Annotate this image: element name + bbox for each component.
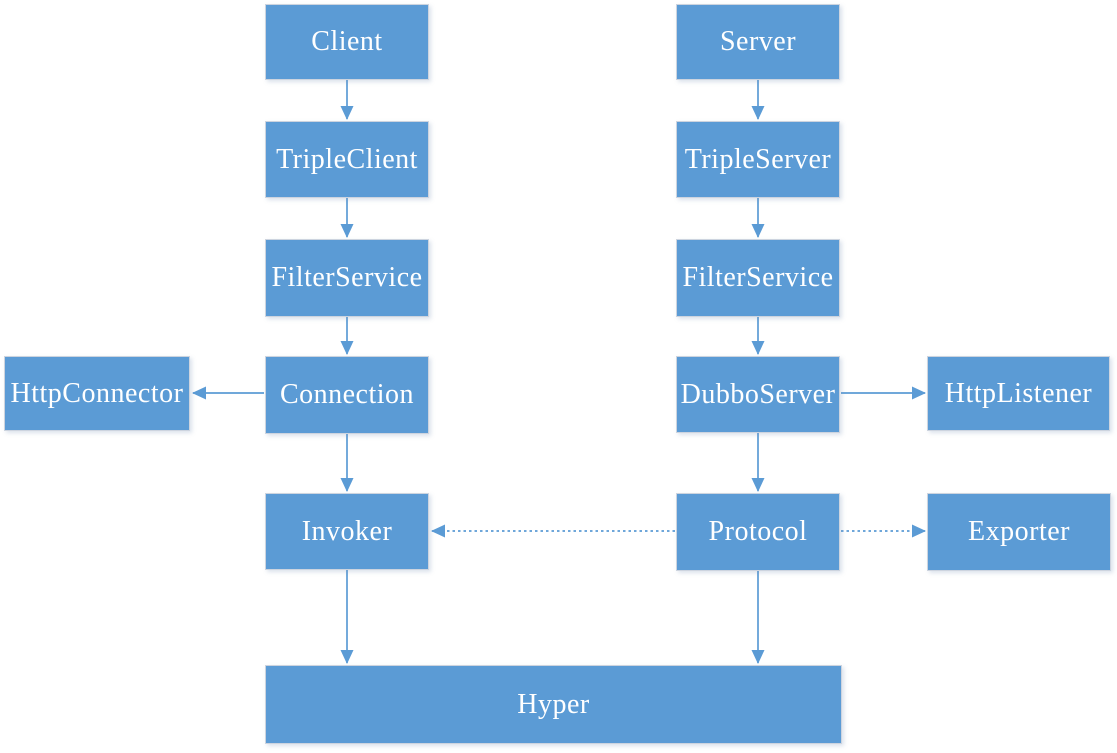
node-triple-client: TripleClient [265, 121, 429, 198]
node-server: Server [676, 4, 840, 80]
node-exporter: Exporter [927, 493, 1111, 571]
node-filter-service-server: FilterService [676, 239, 840, 317]
node-triple-server: TripleServer [676, 121, 840, 198]
node-http-connector: HttpConnector [4, 356, 190, 431]
node-http-listener: HttpListener [927, 356, 1110, 431]
node-invoker: Invoker [265, 493, 429, 570]
node-hyper: Hyper [265, 665, 842, 744]
node-protocol: Protocol [676, 493, 840, 571]
node-client: Client [265, 4, 429, 80]
node-filter-service-client: FilterService [265, 239, 429, 317]
node-connection: Connection [265, 356, 429, 434]
node-dubbo-server: DubboServer [676, 356, 840, 433]
